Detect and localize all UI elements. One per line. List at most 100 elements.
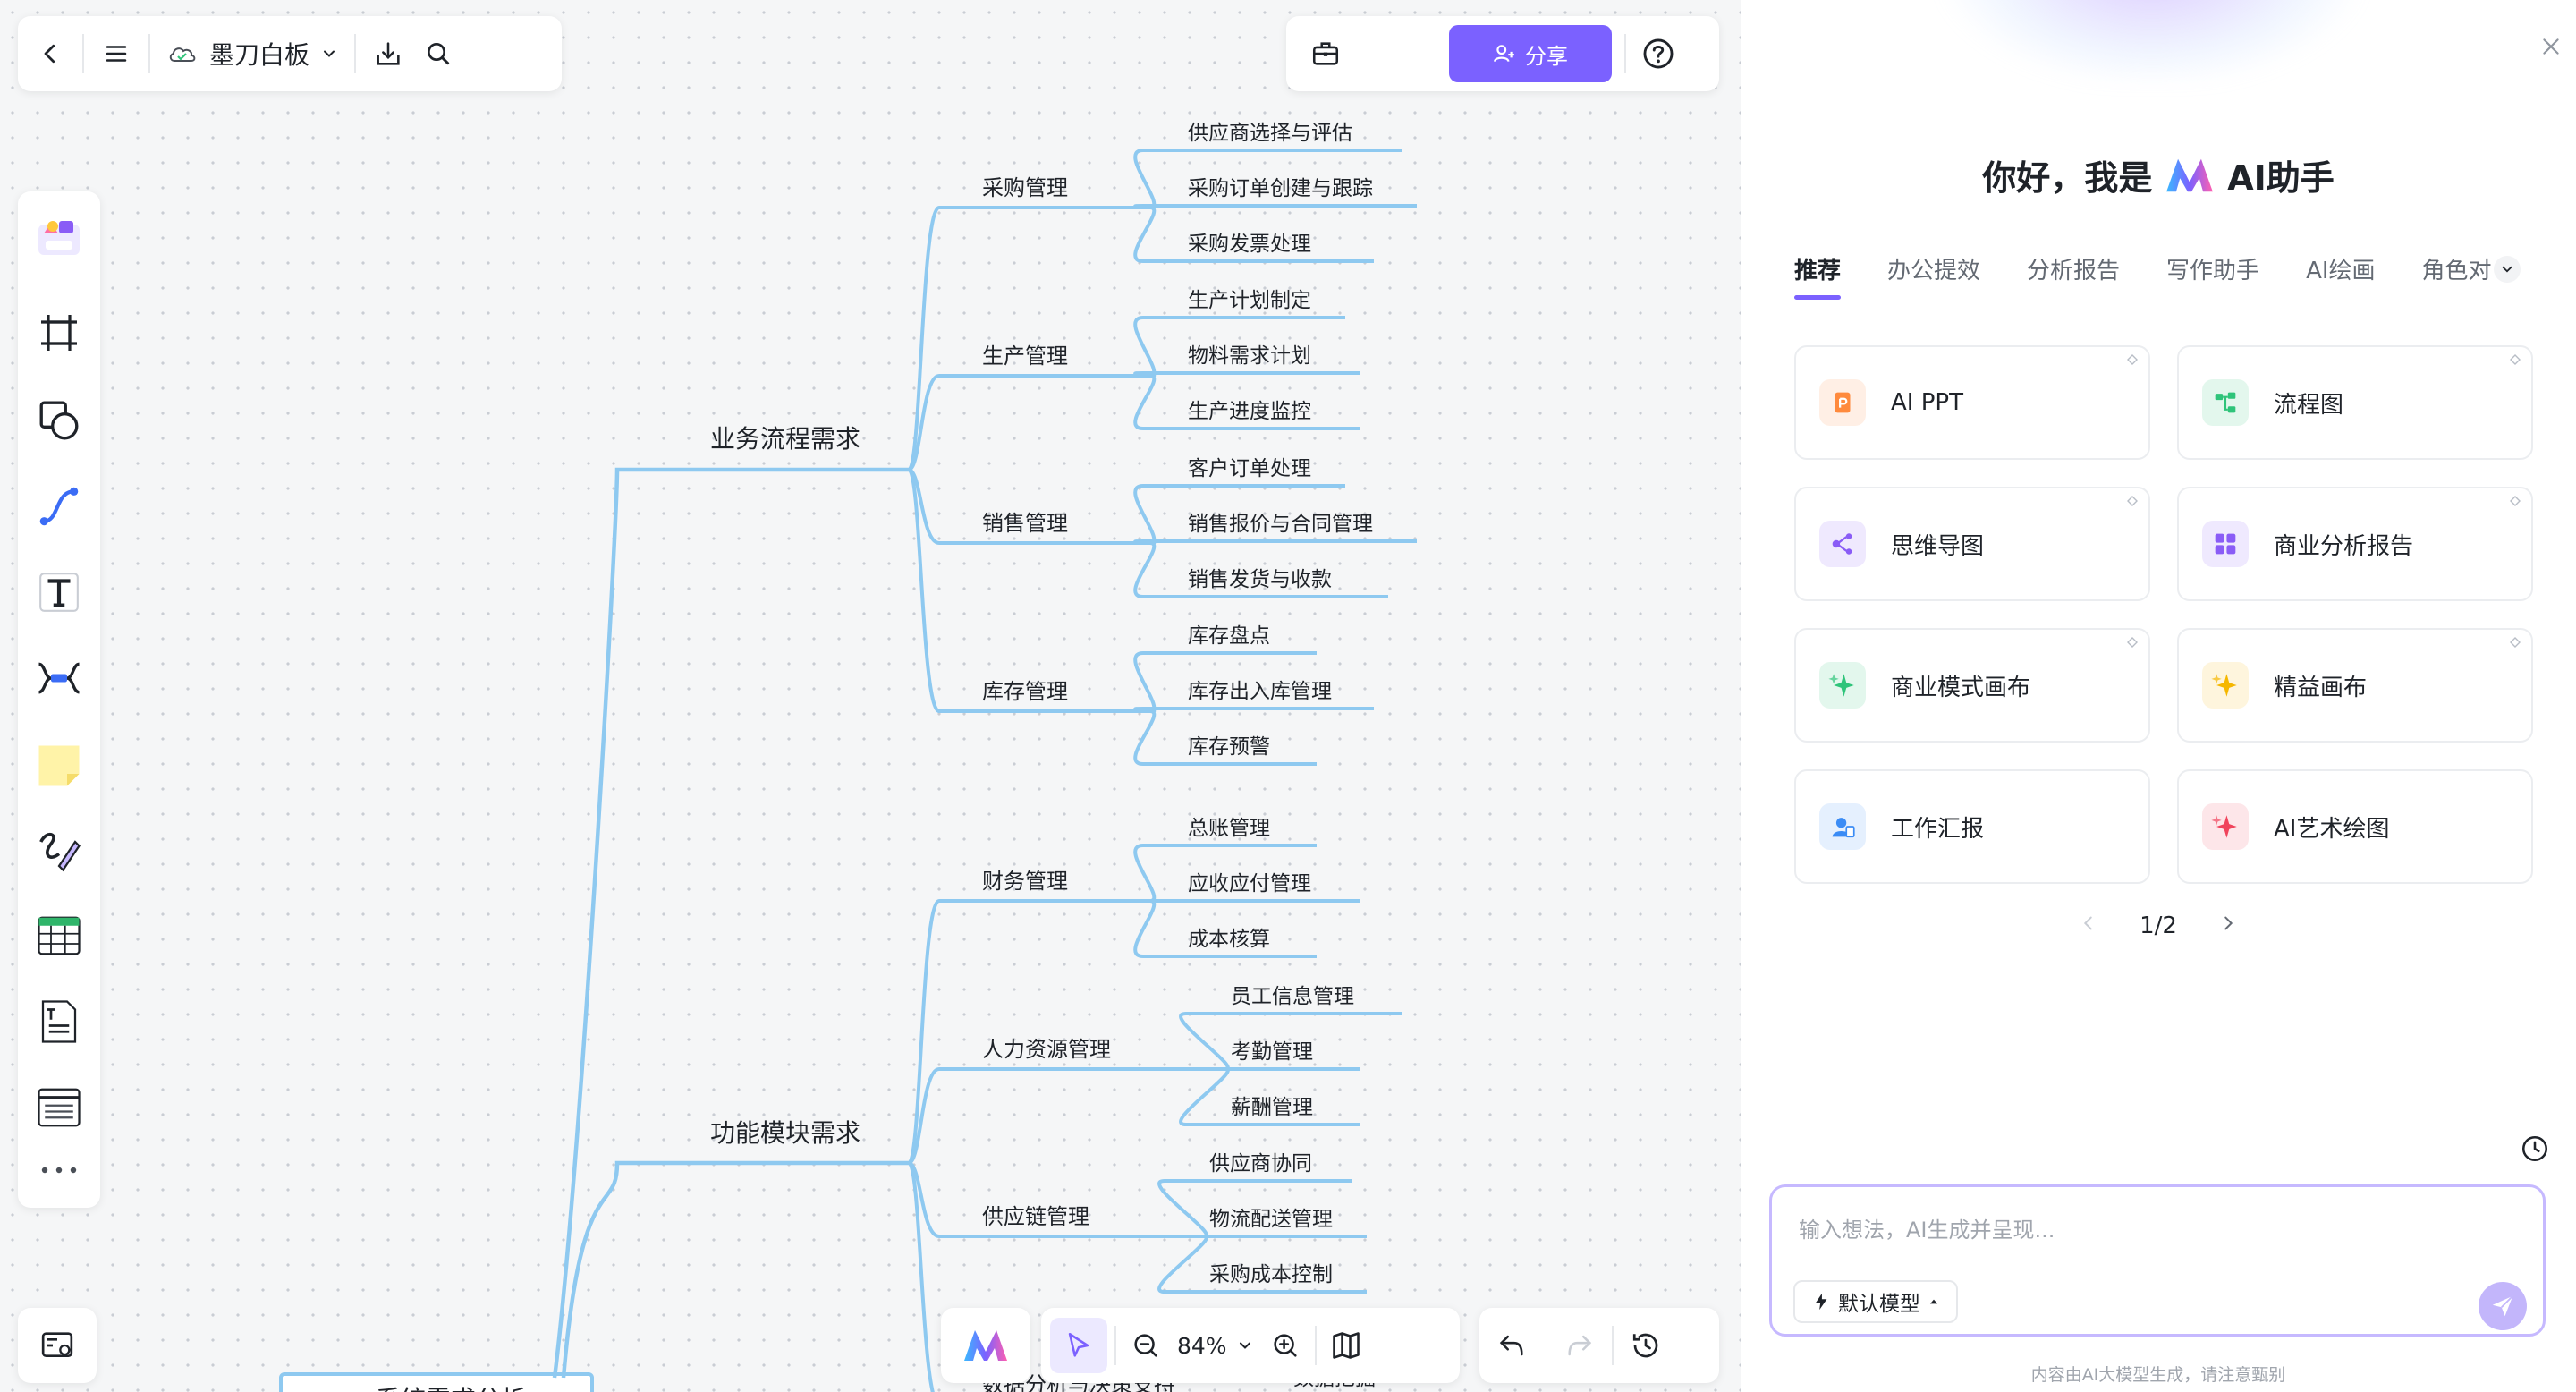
top-right-toolbar: 分享 bbox=[1286, 16, 1719, 91]
leaf-node-label[interactable]: 供应商选择与评估 bbox=[1188, 122, 1352, 145]
tabs-more-button[interactable] bbox=[2493, 255, 2521, 283]
document-tool[interactable] bbox=[32, 995, 86, 1048]
leaf-node-label[interactable]: 薪酬管理 bbox=[1231, 1096, 1313, 1119]
search-button[interactable] bbox=[413, 29, 463, 79]
more-tools-button[interactable] bbox=[32, 1152, 86, 1188]
send-button[interactable] bbox=[2479, 1282, 2527, 1330]
model-select-button[interactable]: 默认模型 bbox=[1793, 1280, 1958, 1323]
card-icon-box bbox=[1819, 379, 1866, 426]
ai-prompt-box[interactable]: 输入想法，AI生成并呈现... 默认模型 bbox=[1769, 1184, 2546, 1337]
leaf-node-label[interactable]: 库存预警 bbox=[1188, 735, 1270, 759]
pin-icon[interactable] bbox=[2127, 496, 2138, 506]
connector-tool[interactable] bbox=[32, 480, 86, 533]
ai-greeting: 你好，我是 AI助手 bbox=[1741, 150, 2576, 199]
redo-button[interactable] bbox=[1555, 1320, 1605, 1371]
table-tool[interactable] bbox=[32, 909, 86, 963]
back-button[interactable] bbox=[25, 29, 75, 79]
doc-title-dropdown[interactable]: 墨刀白板 bbox=[157, 29, 347, 79]
child-node-label[interactable]: 供应链管理 bbox=[982, 1204, 1089, 1229]
menu-button[interactable] bbox=[91, 29, 141, 79]
leaf-node-label[interactable]: 采购订单创建与跟踪 bbox=[1188, 177, 1373, 200]
tab-office[interactable]: 办公提效 bbox=[1887, 258, 1981, 284]
chevron-down-icon bbox=[1239, 1342, 1250, 1349]
minimap-button[interactable] bbox=[18, 1308, 97, 1383]
ai-feature-card[interactable]: 思维导图 bbox=[1794, 487, 2150, 601]
child-node-label[interactable]: 采购管理 bbox=[982, 175, 1068, 200]
select-tool-button[interactable] bbox=[1050, 1318, 1107, 1373]
next-page-button[interactable] bbox=[2218, 912, 2238, 939]
toolbox-button[interactable] bbox=[1301, 29, 1351, 79]
close-panel-button[interactable] bbox=[2531, 27, 2571, 66]
leaf-node-label[interactable]: 销售报价与合同管理 bbox=[1188, 513, 1373, 536]
sticky-note-tool[interactable] bbox=[32, 739, 86, 793]
tab-ai-painting[interactable]: AI绘画 bbox=[2306, 258, 2376, 284]
help-button[interactable] bbox=[1633, 29, 1683, 79]
undo-button[interactable] bbox=[1487, 1320, 1537, 1371]
leaf-node-label[interactable]: 员工信息管理 bbox=[1231, 985, 1354, 1008]
chevron-down-icon bbox=[2502, 266, 2512, 273]
branch-node-label[interactable]: 业务流程需求 bbox=[710, 424, 860, 454]
child-node-label[interactable]: 生产管理 bbox=[982, 344, 1068, 369]
frame-tool[interactable] bbox=[32, 306, 86, 360]
share-button[interactable]: 分享 bbox=[1449, 25, 1612, 82]
leaf-node-label[interactable]: 物料需求计划 bbox=[1188, 344, 1311, 368]
leaf-node-label[interactable]: 客户订单处理 bbox=[1188, 457, 1311, 480]
zoom-out-button[interactable] bbox=[1123, 1320, 1168, 1371]
ai-feature-card[interactable]: AI艺术绘图 bbox=[2177, 769, 2533, 884]
ai-feature-card[interactable]: 工作汇报 bbox=[1794, 769, 2150, 884]
leaf-node-label[interactable]: 库存出入库管理 bbox=[1188, 680, 1332, 703]
branch-node-label[interactable]: 功能模块需求 bbox=[710, 1118, 860, 1148]
leaf-node-label[interactable]: 考勤管理 bbox=[1231, 1040, 1313, 1064]
pin-icon[interactable] bbox=[2510, 354, 2521, 365]
leaf-node-label[interactable]: 生产计划制定 bbox=[1188, 289, 1311, 312]
tab-writing-assistant[interactable]: 写作助手 bbox=[2166, 258, 2260, 284]
leaf-node-label[interactable]: 采购成本控制 bbox=[1209, 1263, 1333, 1286]
root-node[interactable] bbox=[279, 1372, 594, 1392]
template-tool[interactable] bbox=[32, 209, 86, 263]
list-tool[interactable] bbox=[32, 1081, 86, 1134]
map-view-button[interactable] bbox=[1324, 1320, 1368, 1371]
leaf-node-label[interactable]: 销售发货与收款 bbox=[1188, 568, 1332, 591]
card-icon-box bbox=[2202, 803, 2249, 850]
child-node-label[interactable]: 销售管理 bbox=[982, 511, 1068, 536]
pen-tool[interactable] bbox=[32, 823, 86, 877]
text-tool[interactable] bbox=[32, 565, 86, 619]
whiteboard-canvas[interactable]: 系统需求分析业务流程需求采购管理供应商选择与评估采购订单创建与跟踪采购发票处理生… bbox=[0, 0, 1741, 1392]
ai-feature-card[interactable]: 商业模式画布 bbox=[1794, 628, 2150, 743]
ai-feature-card[interactable]: 商业分析报告 bbox=[2177, 487, 2533, 601]
leaf-node-label[interactable]: 供应商协同 bbox=[1209, 1152, 1312, 1176]
shape-tool[interactable] bbox=[32, 394, 86, 447]
ai-feature-card[interactable]: 流程图 bbox=[2177, 345, 2533, 460]
ai-feature-card[interactable]: 精益画布 bbox=[2177, 628, 2533, 743]
prev-page-button[interactable] bbox=[2079, 912, 2098, 939]
ai-logo-icon[interactable] bbox=[962, 1328, 1009, 1362]
card-label: AI PPT bbox=[1891, 389, 1963, 416]
ai-feature-card[interactable]: AI PPT bbox=[1794, 345, 2150, 460]
tab-analysis-report[interactable]: 分析报告 bbox=[2027, 258, 2121, 284]
root-node-label[interactable]: 系统需求分析 bbox=[376, 1385, 526, 1392]
version-history-button[interactable] bbox=[1621, 1320, 1671, 1371]
leaf-node-label[interactable]: 生产进度监控 bbox=[1188, 400, 1311, 423]
leaf-node-label[interactable]: 总账管理 bbox=[1188, 817, 1270, 840]
pin-icon[interactable] bbox=[2510, 496, 2521, 506]
tab-recommended[interactable]: 推荐 bbox=[1794, 252, 1842, 300]
pin-icon[interactable] bbox=[2127, 354, 2138, 365]
leaf-node-label[interactable]: 物流配送管理 bbox=[1209, 1208, 1333, 1231]
child-node-label[interactable]: 财务管理 bbox=[982, 869, 1068, 894]
leaf-node-label[interactable]: 应收应付管理 bbox=[1188, 872, 1311, 895]
mindmap-tool[interactable] bbox=[32, 651, 86, 705]
pin-icon[interactable] bbox=[2510, 637, 2521, 648]
mindmap-connector bbox=[1179, 1067, 1360, 1126]
zoom-in-button[interactable] bbox=[1263, 1320, 1308, 1371]
child-node-label[interactable]: 库存管理 bbox=[982, 679, 1068, 704]
export-button[interactable] bbox=[363, 29, 413, 79]
chat-history-button[interactable] bbox=[2515, 1129, 2555, 1168]
leaf-node-label[interactable]: 成本核算 bbox=[1188, 928, 1270, 951]
child-node-label[interactable]: 人力资源管理 bbox=[982, 1037, 1111, 1062]
leaf-node-label[interactable]: 采购发票处理 bbox=[1188, 233, 1311, 256]
pin-icon[interactable] bbox=[2127, 637, 2138, 648]
mindmap[interactable]: 系统需求分析业务流程需求采购管理供应商选择与评估采购订单创建与跟踪采购发票处理生… bbox=[0, 0, 1741, 1392]
tab-role-play[interactable]: 角色对 bbox=[2422, 252, 2521, 285]
leaf-node-label[interactable]: 库存盘点 bbox=[1188, 624, 1270, 648]
zoom-level-dropdown[interactable]: 84% bbox=[1168, 1333, 1263, 1359]
